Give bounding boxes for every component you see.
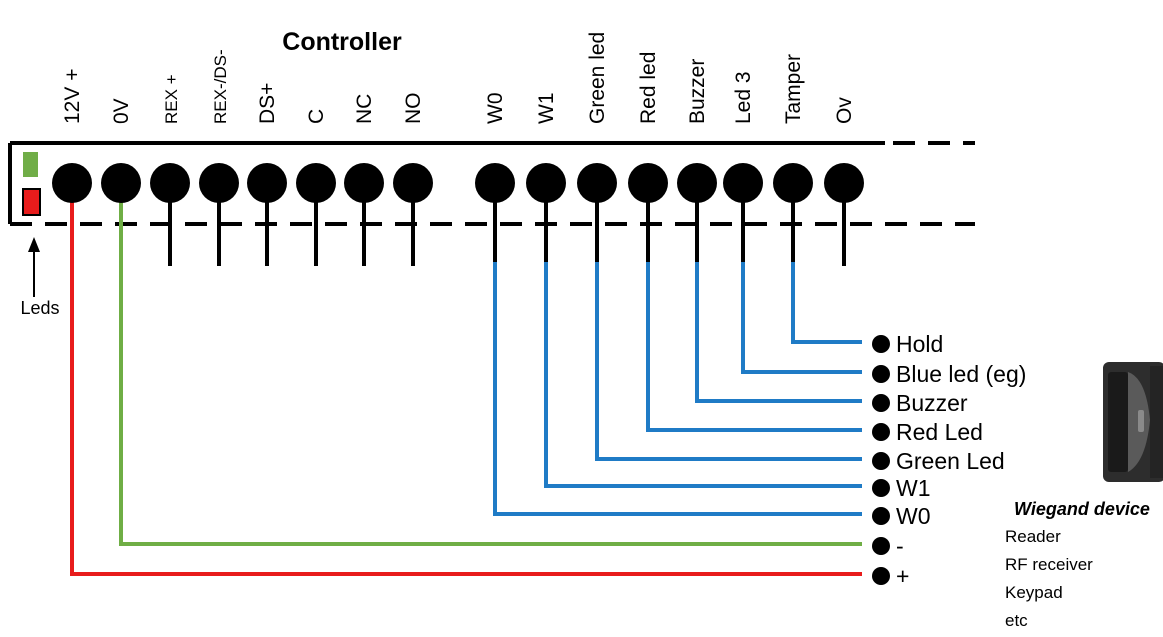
wire — [493, 262, 862, 516]
wire — [595, 262, 862, 461]
terminal-label: Red led — [637, 52, 660, 124]
wiegand-line-rf: RF receiver — [1005, 555, 1093, 574]
device-pin-dot — [872, 335, 890, 353]
reader-left-panel — [1108, 372, 1128, 472]
device-pin-label: W0 — [896, 503, 931, 529]
device-pin-label: - — [896, 533, 904, 559]
terminal-label: Buzzer — [686, 59, 709, 124]
reader-edge — [1150, 366, 1163, 478]
terminal-label: NO — [402, 93, 425, 125]
wiegand-title: Wiegand device — [1014, 499, 1150, 519]
wire — [544, 262, 862, 488]
device-pin-label: Hold — [896, 331, 943, 357]
device-pin-dot — [872, 423, 890, 441]
terminal-label: Ov — [833, 97, 856, 124]
wiegand-description: Wiegand device Reader RF receiver Keypad… — [1005, 499, 1150, 630]
wire — [791, 262, 862, 344]
terminal-screw — [150, 163, 190, 203]
wiegand-line-keypad: Keypad — [1005, 583, 1063, 602]
terminal-circles — [52, 163, 864, 203]
device-pin-dot — [872, 567, 890, 585]
terminal-screw — [393, 163, 433, 203]
wiegand-line-etc: etc — [1005, 611, 1028, 630]
terminal-label: 0V — [110, 98, 133, 124]
wire — [70, 196, 862, 576]
terminal-label: NC — [353, 94, 376, 124]
terminal-screw — [52, 163, 92, 203]
terminal-label: W0 — [484, 93, 507, 125]
terminal-screw — [824, 163, 864, 203]
device-pin-label: Green Led — [896, 448, 1005, 474]
device-pin-dot — [872, 537, 890, 555]
device-pin-dot — [872, 394, 890, 412]
arrow-up-icon — [28, 237, 40, 252]
leds-label: Leds — [20, 298, 59, 318]
terminal-label: W1 — [535, 93, 558, 125]
terminal-label: C — [305, 109, 328, 124]
terminal-label: REX + — [162, 74, 181, 124]
wire — [695, 262, 862, 403]
device-pin-label: + — [896, 563, 909, 589]
terminal-screw — [199, 163, 239, 203]
wiegand-line-reader: Reader — [1005, 527, 1061, 546]
terminal-label: Green led — [586, 32, 609, 124]
device-pin-dot — [872, 452, 890, 470]
device-pin-dot — [872, 507, 890, 525]
terminal-screw — [577, 163, 617, 203]
red-led-indicator — [22, 188, 41, 216]
device-pin-dot — [872, 365, 890, 383]
wire — [741, 262, 862, 374]
terminal-screw — [677, 163, 717, 203]
device-pin-label: W1 — [896, 475, 931, 501]
wiegand-reader-image — [1103, 362, 1163, 482]
terminal-screw — [475, 163, 515, 203]
terminal-screw — [723, 163, 763, 203]
terminal-screw — [628, 163, 668, 203]
terminal-screw — [101, 163, 141, 203]
reader-sensor — [1138, 410, 1144, 432]
terminal-screw — [296, 163, 336, 203]
controller-title: Controller — [282, 28, 402, 56]
green-led-indicator — [23, 152, 38, 177]
terminal-label: DS+ — [256, 83, 279, 124]
terminal-screw — [344, 163, 384, 203]
device-pin-dot — [872, 479, 890, 497]
wires — [70, 196, 862, 576]
device-pin-label: Blue led (eg) — [896, 361, 1026, 387]
terminal-label: Led 3 — [732, 71, 755, 124]
wire — [119, 196, 862, 546]
device-pin-label: Buzzer — [896, 390, 968, 416]
terminal-screw — [526, 163, 566, 203]
terminal-labels: 12V + 0V REX + REX-/DS- DS+ C NC NO W0 W1 Green le… — [61, 32, 856, 124]
terminal-screw — [247, 163, 287, 203]
status-leds: Leds — [20, 152, 60, 318]
terminal-label: Tamper — [782, 54, 805, 124]
terminal-label: REX-/DS- — [211, 49, 230, 124]
device-pin-label: Red Led — [896, 419, 983, 445]
terminal-screw — [773, 163, 813, 203]
terminal-label: 12V + — [61, 69, 84, 124]
wire — [646, 262, 862, 432]
